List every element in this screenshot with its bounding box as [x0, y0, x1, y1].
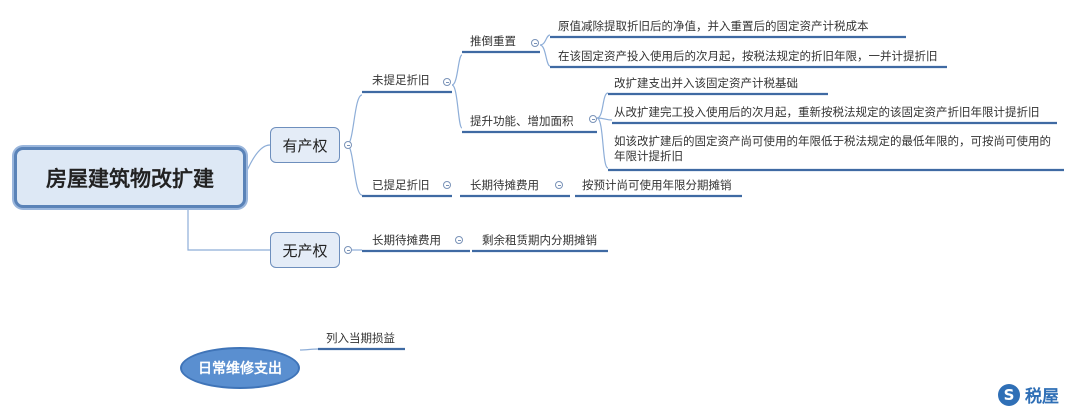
leaf-depreciated-item: 按预计尚可使用年限分期摊销 [582, 178, 732, 192]
branch-no-ownership[interactable]: 无产权 [270, 232, 340, 268]
leaf-upgrade-3: 如该改扩建后的固定资产尚可使用的年限低于税法规定的最低年限的，可按尚可使用的年限… [614, 134, 1051, 163]
collapse-icon[interactable] [443, 181, 451, 189]
node-demolish-rebuild[interactable]: 推倒重置 [470, 34, 516, 48]
node-undepreciated[interactable]: 未提足折旧 [372, 73, 430, 87]
leaf-no-ownership-item: 剩余租赁期内分期摊销 [482, 233, 597, 247]
node-no-ownership-child[interactable]: 长期待摊费用 [372, 233, 441, 247]
link-root-no-ownership [187, 208, 270, 251]
link-root-ownership [245, 144, 271, 174]
brand-logo: S 税屋 [998, 382, 1059, 407]
branch-ownership[interactable]: 有产权 [270, 127, 340, 163]
collapse-icon[interactable] [455, 236, 463, 244]
collapse-icon[interactable] [344, 246, 352, 254]
leaf-demolish-1: 原值减除提取折旧后的净值，并入重置后的固定资产计税成本 [558, 19, 869, 33]
collapse-icon[interactable] [555, 181, 563, 189]
daily-repair-node[interactable]: 日常维修支出 [180, 347, 300, 389]
collapse-icon[interactable] [344, 141, 352, 149]
link-upgrade-split [596, 92, 613, 169]
collapse-icon[interactable] [531, 39, 539, 47]
link-demolish-split [539, 34, 551, 67]
collapse-icon[interactable] [443, 78, 451, 86]
logo-text: 税屋 [1025, 387, 1059, 407]
node-upgrade[interactable]: 提升功能、增加面积 [470, 114, 574, 128]
leaf-daily-repair-item: 列入当期损益 [326, 331, 395, 345]
node-depreciated[interactable]: 已提足折旧 [372, 178, 430, 192]
leaf-upgrade-2: 从改扩建完工投入使用后的次月起，重新按税法规定的该固定资产折旧年限计提折旧 [614, 105, 1040, 119]
collapse-icon[interactable] [589, 115, 597, 123]
leaf-demolish-2: 在该固定资产投入使用后的次月起，按税法规定的折旧年限，一并计提折旧 [558, 49, 938, 63]
logo-icon: S [998, 383, 1020, 406]
node-long-term-prepaid[interactable]: 长期待摊费用 [470, 178, 539, 192]
link-undepreciated-split [451, 54, 463, 129]
link-ellipse-item [299, 348, 319, 351]
root-node[interactable]: 房屋建筑物改扩建 [14, 147, 246, 208]
leaf-upgrade-1: 改扩建支出并入该固定资产计税基础 [614, 76, 798, 90]
